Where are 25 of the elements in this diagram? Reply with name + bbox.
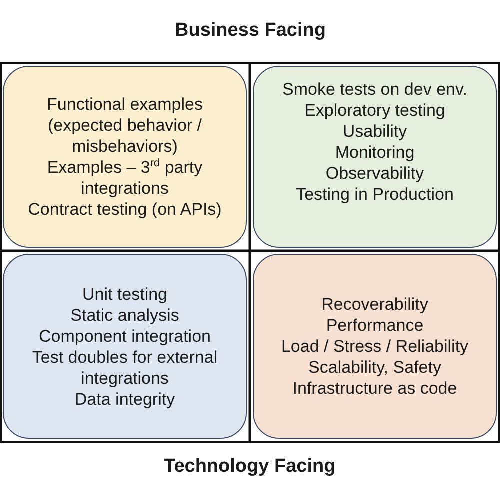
axis-label: Business Facing <box>175 20 326 42</box>
practice-text: Performance <box>326 315 424 336</box>
practice-text: Scalability, Safety <box>308 357 442 378</box>
quadrant-box <box>3 66 247 248</box>
practice-text: Unit testing <box>82 284 168 304</box>
quadrant-box <box>3 254 247 439</box>
practice-text: Static analysis <box>70 304 180 326</box>
practice-text: Data integrity <box>74 388 176 410</box>
practice-text: Usability <box>342 121 408 142</box>
practice-text: Functional examples (expected behavior / misbehaviors) <box>46 94 204 157</box>
practice-text: Test doubles for external integrations <box>31 346 219 388</box>
axis-label: Technology Facing <box>164 456 336 478</box>
practice-text: Contract testing (on APIs) <box>28 199 222 220</box>
practice-text: Smoke tests on dev env. <box>282 79 468 100</box>
practice-text: Examples – 3$^{rd}$ party integrations <box>46 157 204 199</box>
practice-text: Testing in Production <box>296 184 454 205</box>
practice-text: Load / Stress / Reliability <box>281 336 469 357</box>
practice-text: Infrastructure as code <box>292 378 458 399</box>
quadrant-box <box>253 66 497 248</box>
practice-text: Monitoring <box>335 142 415 163</box>
practice-text: Recoverability <box>322 294 428 315</box>
practice-text: Component integration <box>38 326 211 346</box>
quadrant-box <box>253 254 497 439</box>
practice-text: Exploratory testing <box>304 100 446 121</box>
practice-text: Observability <box>326 163 424 184</box>
